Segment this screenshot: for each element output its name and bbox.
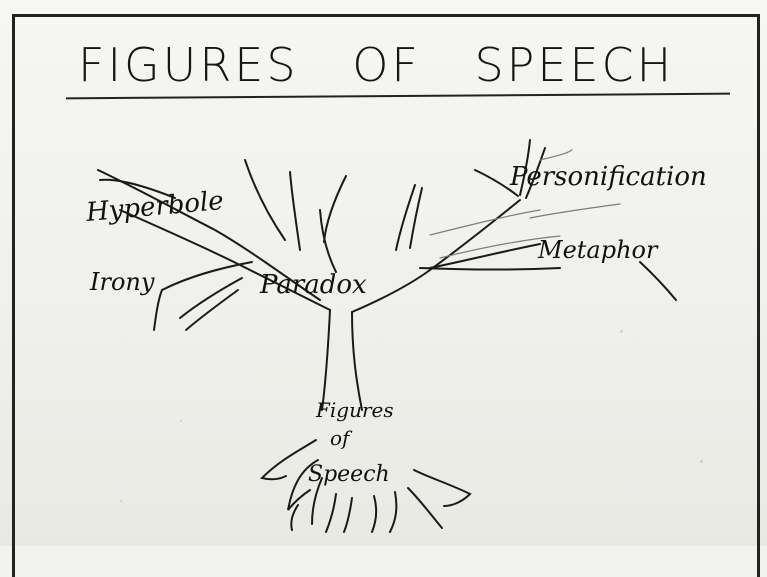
paper-speck [620, 330, 623, 333]
branch-center-2 [324, 176, 346, 242]
branch-metaphor-tip [640, 262, 676, 300]
trunk-label-line1: Figures [316, 398, 394, 422]
branch-up-left-2 [245, 160, 285, 240]
trunk-right-edge [352, 312, 362, 410]
root-right-3 [390, 492, 396, 532]
branch-up-left [290, 172, 300, 250]
root-right-5 [344, 498, 352, 532]
paper-speck [180, 420, 182, 422]
label-metaphor: Metaphor [538, 236, 657, 264]
label-personification: Personification [510, 162, 707, 192]
paper-sheet: FIGURES OF SPEECH [0, 0, 767, 546]
root-left-5 [326, 494, 336, 532]
trunk-label-line2: of [330, 426, 349, 450]
root-left-4 [291, 505, 298, 530]
root-right-2 [408, 488, 442, 528]
label-irony: Irony [90, 268, 154, 296]
paper-speck [700, 460, 703, 463]
trunk-left-edge [322, 310, 330, 410]
branch-irony-2 [180, 278, 242, 318]
branch-irony [154, 262, 252, 330]
branch-personification [352, 200, 520, 312]
label-paradox: Paradox [260, 270, 367, 300]
root-right-1 [414, 470, 470, 506]
root-right-4 [372, 496, 376, 532]
branch-metaphor-2 [420, 268, 560, 270]
paper-speck [120, 500, 122, 502]
trunk-label-line3: Speech [308, 462, 390, 487]
